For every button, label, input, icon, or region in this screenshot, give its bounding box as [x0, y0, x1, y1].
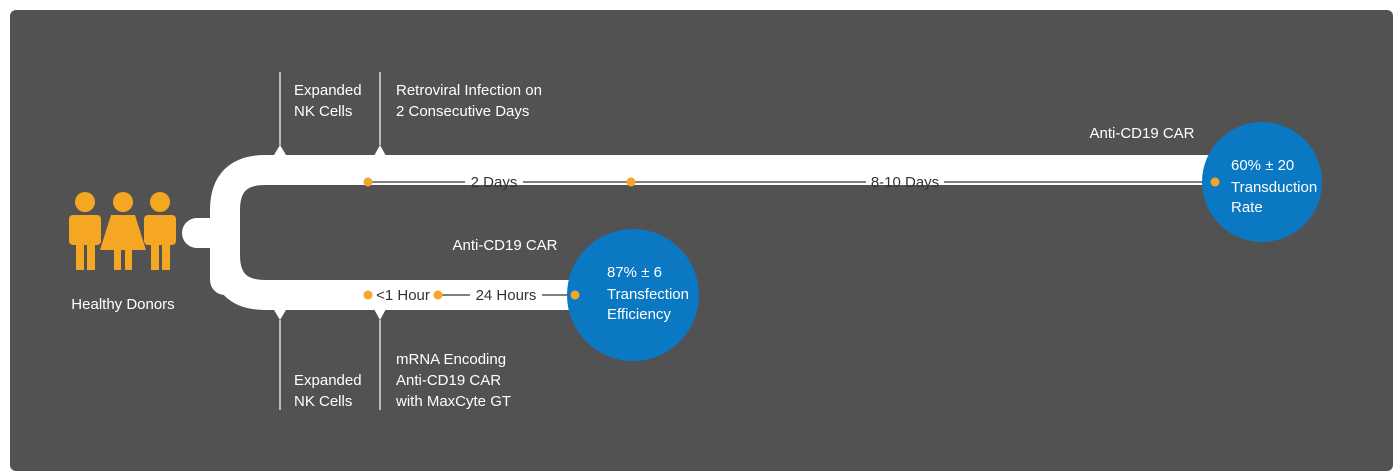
label-expanded-top: Expanded NK Cells: [294, 82, 362, 120]
pointer-expanded-top: [268, 145, 292, 165]
result-value-top: 60% ± 20: [1231, 157, 1295, 174]
timeline-dot: [626, 177, 636, 187]
interval-label-bottom-1: <1 Hour: [376, 287, 430, 304]
source-label: Healthy Donors: [71, 296, 174, 313]
interval-label-top-1: 2 Days: [471, 174, 518, 191]
result-circle-bottom: [567, 229, 699, 361]
male-person-icon: [69, 192, 101, 270]
result-metric-bottom: Transfection Efficiency: [607, 286, 689, 323]
track-path: [182, 155, 1230, 310]
interval-label-top-2: 8-10 Days: [871, 174, 939, 191]
diagram-panel: [10, 10, 1393, 471]
pointer-step-bottom: [369, 300, 391, 320]
label-step-top: Retroviral Infection on 2 Consecutive Da…: [396, 82, 542, 120]
timeline-dot: [433, 290, 443, 300]
result-metric-top: Transduction Rate: [1231, 179, 1318, 216]
result-circle-top: [1202, 122, 1322, 242]
interval-label-bottom-2: 24 Hours: [476, 287, 537, 304]
female-person-icon: [100, 192, 146, 270]
label-step-bottom: mRNA Encoding Anti-CD19 CAR with MaxCyte…: [396, 351, 512, 410]
result-title-top: Anti-CD19 CAR: [1089, 125, 1194, 142]
timeline-dot: [1210, 177, 1220, 187]
result-value-bottom: 87% ± 6: [607, 264, 662, 281]
timeline-dot: [363, 290, 373, 300]
timeline-dot: [363, 177, 373, 187]
result-title-bottom: Anti-CD19 CAR: [452, 237, 557, 254]
pointer-expanded-bottom: [268, 300, 292, 320]
pointer-step-top: [369, 145, 391, 165]
male-person-icon: [144, 192, 176, 270]
timeline-dot: [570, 290, 580, 300]
label-expanded-bottom: Expanded NK Cells: [294, 372, 362, 410]
